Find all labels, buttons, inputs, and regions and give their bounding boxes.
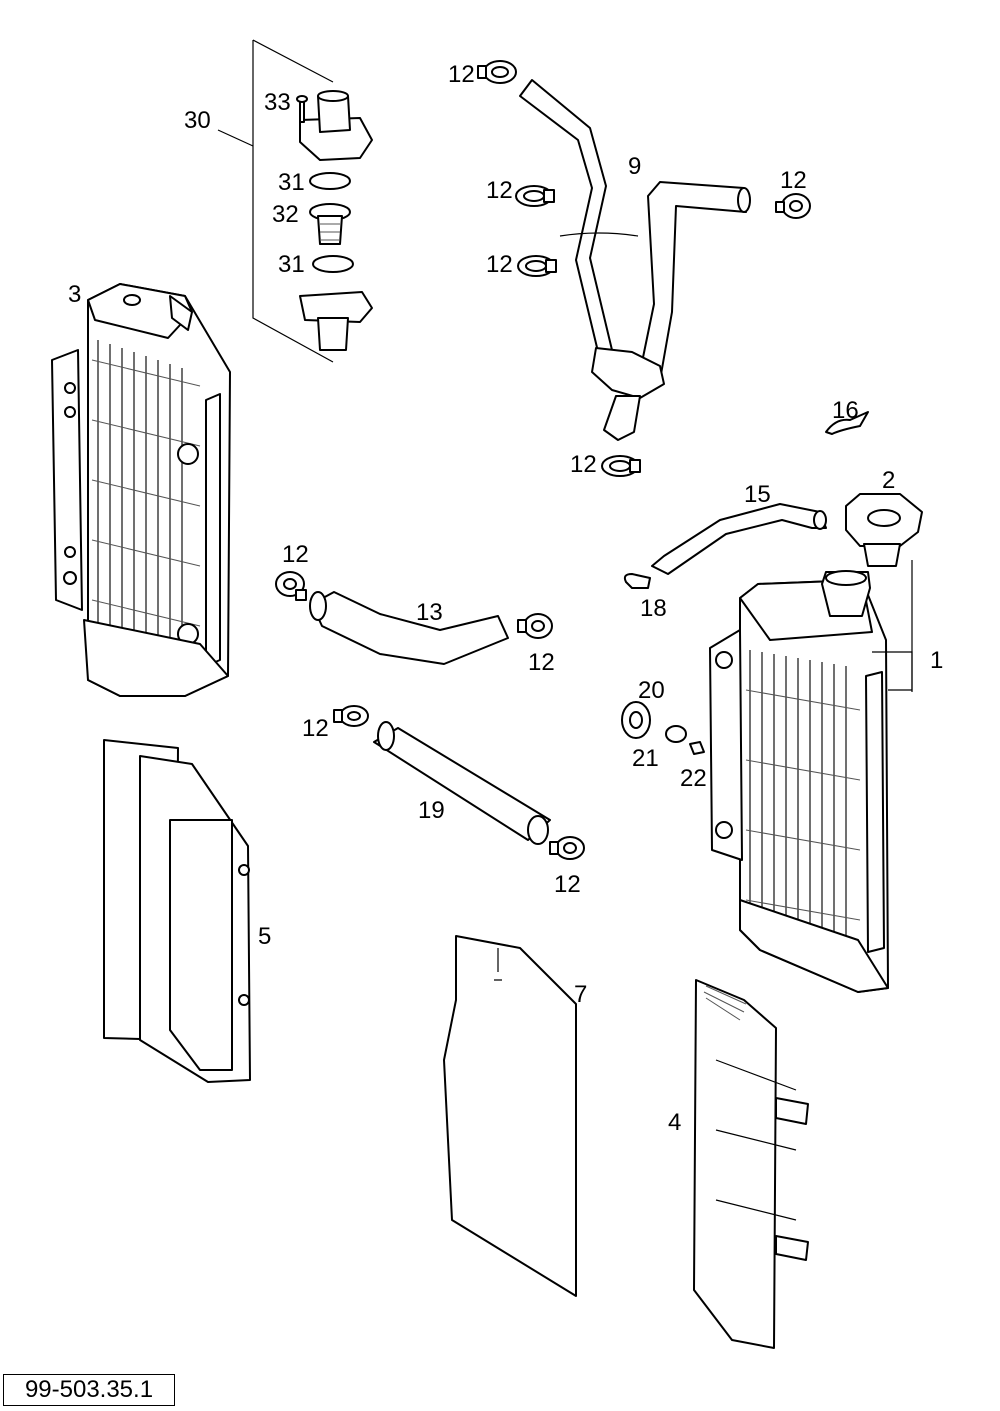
hose-13 (309, 591, 509, 665)
hose-9 (519, 79, 751, 441)
callout-12: 12 (448, 61, 475, 88)
callout-19: 19 (418, 797, 445, 824)
callout-21: 21 (632, 745, 659, 772)
small-fittings (621, 573, 705, 755)
callout-12: 12 (570, 451, 597, 478)
callout-30: 30 (184, 107, 211, 134)
callout-16: 16 (832, 397, 859, 424)
callout-31: 31 (278, 169, 305, 196)
callout-31: 31 (278, 251, 305, 278)
callout-15: 15 (744, 481, 771, 508)
callout-1: 1 (930, 647, 943, 674)
diagram-code-label: 99-503.35.1 (3, 1374, 175, 1406)
guard-4 (693, 979, 809, 1349)
callout-20: 20 (638, 677, 665, 704)
hose-19 (373, 721, 551, 845)
callout-2: 2 (882, 467, 895, 494)
callout-12: 12 (554, 871, 581, 898)
radiator-right (709, 570, 913, 993)
callout-7: 7 (574, 981, 587, 1008)
callout-33: 33 (264, 89, 291, 116)
callout-12: 12 (302, 715, 329, 742)
callout-12: 12 (282, 541, 309, 568)
callout-labels: 1 2 3 4 5 7 9 12 12 12 12 12 12 12 12 12… (68, 61, 943, 1136)
radiator-left (51, 283, 231, 697)
callout-22: 22 (680, 765, 707, 792)
callout-12: 12 (486, 177, 513, 204)
callout-32: 32 (272, 201, 299, 228)
callout-18: 18 (640, 595, 667, 622)
hose-15 (651, 503, 827, 575)
clip-16 (825, 411, 869, 435)
callout-5: 5 (258, 923, 271, 950)
shroud-5 (103, 739, 251, 1083)
callout-12: 12 (528, 649, 555, 676)
radiator-cap (845, 493, 923, 692)
thermostat-assembly (217, 39, 373, 363)
callout-3: 3 (68, 281, 81, 308)
callout-9: 9 (628, 153, 641, 180)
callout-4: 4 (668, 1109, 681, 1136)
hose-clamps (275, 60, 811, 860)
callout-12: 12 (780, 167, 807, 194)
gasket-7 (443, 935, 577, 1297)
callout-13: 13 (416, 599, 443, 626)
callout-12: 12 (486, 251, 513, 278)
